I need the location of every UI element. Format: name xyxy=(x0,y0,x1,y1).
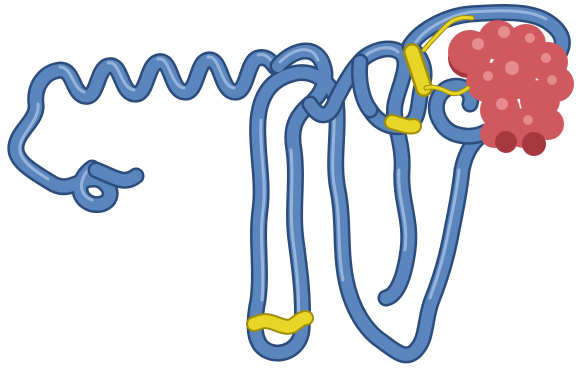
alpha-helix xyxy=(16,55,278,205)
beta-hairpin-left xyxy=(255,50,336,353)
